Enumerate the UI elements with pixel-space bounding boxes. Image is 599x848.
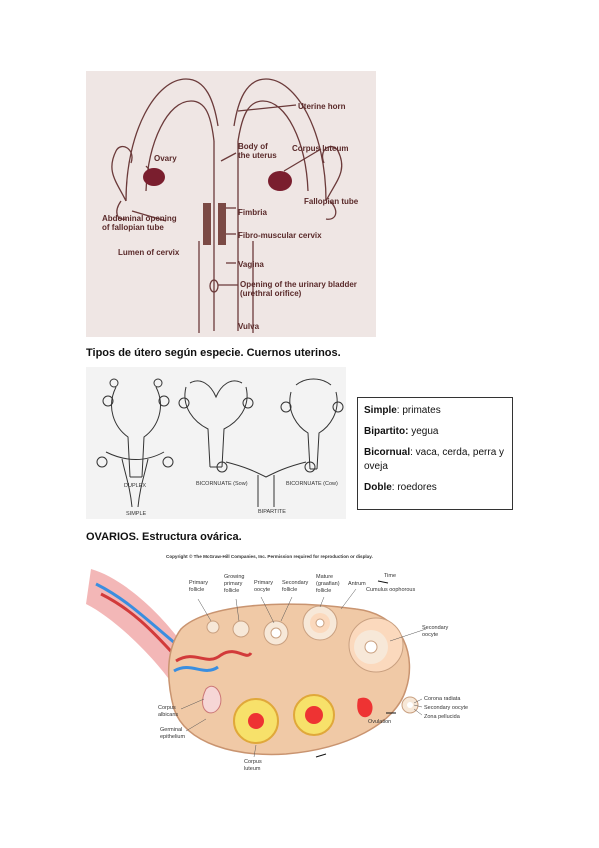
label-germinal-2: epithelium bbox=[160, 734, 185, 740]
label-corpus-albicans-1: Corpus bbox=[158, 705, 176, 711]
label-secondary-oocyte-2: oocyte bbox=[422, 632, 438, 638]
value-doble: : roedores bbox=[391, 482, 437, 493]
label-secondary-follicle-2: follicle bbox=[282, 587, 297, 593]
ovary-right-shape bbox=[268, 171, 292, 191]
heading-ovaries: OVARIOS. Estructura ovárica. bbox=[86, 531, 242, 543]
species-row-doble: Doble: roedores bbox=[364, 481, 506, 495]
label-secondary-oocyte-right: Secondary oocyte bbox=[424, 705, 468, 711]
term-simple: Simple bbox=[364, 405, 397, 416]
term-bipartito: Bipartito: bbox=[364, 426, 409, 437]
label-mature-3: follicle bbox=[316, 588, 331, 594]
species-row-simple: Simple: primates bbox=[364, 404, 506, 418]
label-ovulation: Ovulation bbox=[368, 719, 391, 725]
label-growing-2: primary bbox=[224, 581, 243, 587]
value-simple: : primates bbox=[396, 405, 441, 416]
label-corona-radiata: Corona radiata bbox=[424, 696, 461, 702]
label-body-of-uterus-2: the uterus bbox=[238, 151, 277, 160]
value-bicornual: : vaca, cerda, perra y oveja bbox=[364, 447, 505, 472]
label-secondary-follicle-1: Secondary bbox=[282, 580, 309, 586]
label-duplex: DUPLEX bbox=[124, 483, 146, 489]
copyright-notice: Copyright © The McGraw-Hill Companies, I… bbox=[166, 553, 373, 559]
label-urinary-opening-1: Opening of the urinary bladder bbox=[240, 280, 357, 289]
uterus-types-figure: DUPLEX BICORNUATE (Sow) BICORNUATE (Cow)… bbox=[86, 367, 346, 519]
label-primary-follicle-1: Primary bbox=[189, 580, 208, 586]
label-growing-1: Growing bbox=[224, 574, 244, 580]
label-germinal-1: Germinal bbox=[160, 727, 182, 733]
label-ovary: Ovary bbox=[154, 154, 177, 163]
label-urinary-opening-2: (urethral orifice) bbox=[240, 289, 302, 298]
heading-uterus-types: Tipos de útero según especie. Cuernos ut… bbox=[86, 347, 341, 359]
label-primary-oocyte-1: Primary bbox=[254, 580, 273, 586]
label-uterine-horn: Uterine horn bbox=[298, 102, 346, 111]
label-corpus-luteum: Corpus luteum bbox=[292, 144, 348, 153]
label-cumulus: Cumulus oophorous bbox=[366, 587, 415, 593]
label-fimbria: Fimbria bbox=[238, 208, 267, 217]
label-primary-oocyte-2: oocyte bbox=[254, 587, 270, 593]
label-time: Time bbox=[384, 573, 396, 579]
label-secondary-oocyte-1: Secondary bbox=[422, 625, 449, 631]
species-uterus-box: Simple: primates Bipartito: yegua Bicorn… bbox=[357, 397, 513, 510]
label-corpus-luteum-1: Corpus bbox=[244, 759, 262, 765]
ovary-structure-figure: Copyright © The McGraw-Hill Companies, I… bbox=[86, 553, 468, 772]
label-bicornuate-cow: BICORNUATE (Cow) bbox=[286, 481, 338, 487]
value-bipartito: yegua bbox=[408, 426, 439, 437]
label-vulva: Vulva bbox=[238, 322, 260, 331]
label-simple: SIMPLE bbox=[126, 511, 147, 517]
species-row-bicornual: Bicornual: vaca, cerda, perra y oveja bbox=[364, 446, 506, 474]
label-body-of-uterus-1: Body of bbox=[238, 142, 268, 151]
label-vagina: Vagina bbox=[238, 260, 264, 269]
label-bicornuate-sow: BICORNUATE (Sow) bbox=[196, 481, 248, 487]
label-growing-3: follicle bbox=[224, 588, 239, 594]
label-antrum: Antrum bbox=[348, 581, 366, 587]
label-fallopian-tube: Fallopian tube bbox=[304, 197, 359, 206]
label-mature-1: Mature bbox=[316, 574, 333, 580]
species-row-bipartito: Bipartito: yegua bbox=[364, 425, 506, 439]
uterus-anatomy-figure: Uterine horn Body of the uterus Corpus l… bbox=[86, 71, 376, 337]
label-corpus-luteum-2: luteum bbox=[244, 766, 261, 772]
label-fibro-muscular: Fibro-muscular cervix bbox=[238, 231, 322, 240]
term-doble: Doble bbox=[364, 482, 392, 493]
label-mature-2: (graafian) bbox=[316, 581, 340, 587]
label-corpus-albicans-2: albicans bbox=[158, 712, 178, 718]
label-bipartite: BIPARTITE bbox=[258, 509, 286, 515]
label-primary-follicle-2: follicle bbox=[189, 587, 204, 593]
label-abdominal-opening-1: Abdominal opening bbox=[102, 214, 177, 223]
label-abdominal-opening-2: of fallopian tube bbox=[102, 223, 164, 232]
term-bicornual: Bicornual bbox=[364, 447, 411, 458]
label-zona-pellucida: Zona pellucida bbox=[424, 714, 461, 720]
ovary-left-shape bbox=[143, 168, 165, 186]
label-lumen-of-cervix: Lumen of cervix bbox=[118, 248, 180, 257]
